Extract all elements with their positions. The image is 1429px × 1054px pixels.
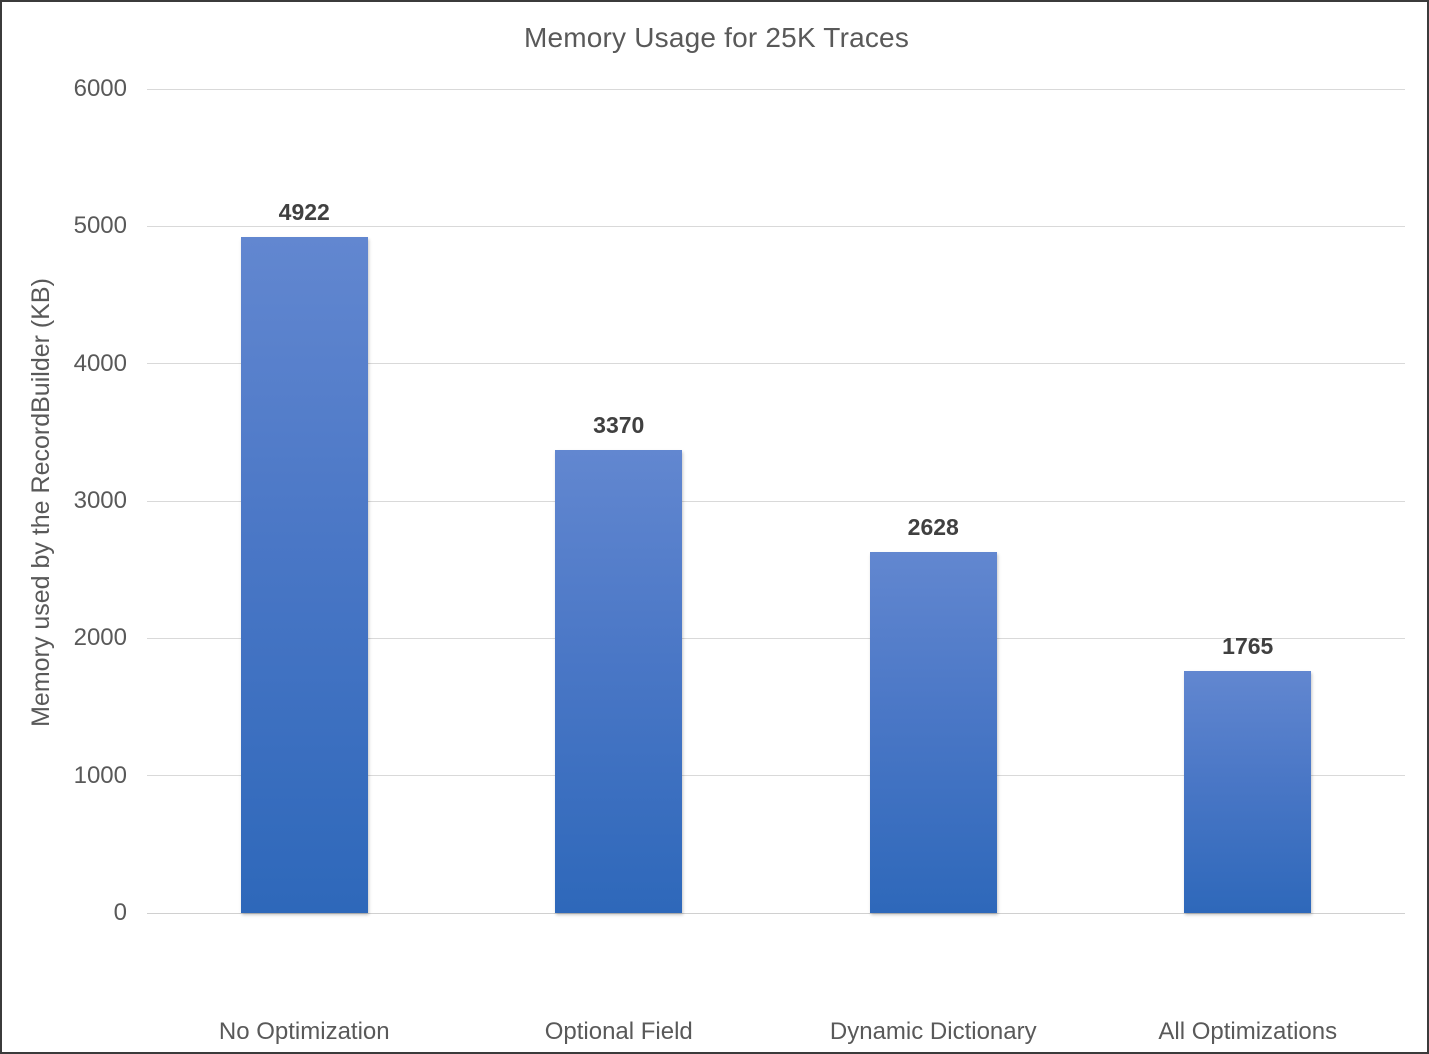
gridline-3000 — [147, 500, 1405, 502]
y-tick-label-4000: 4000 — [73, 349, 127, 377]
x-axis-category-label: All OptimizationsEnabled - DynamicSchema — [1091, 1014, 1406, 1052]
bar[interactable] — [1184, 670, 1312, 913]
x-axis-category-line: (original schema) — [147, 1050, 462, 1052]
bar-value-label: 3370 — [593, 412, 645, 439]
y-tick-label-1000: 1000 — [73, 761, 127, 789]
x-axis-category-line: Optional Field — [544, 1018, 693, 1045]
y-tick-label-6000: 6000 — [73, 75, 127, 102]
gridline-5000 — [147, 225, 1405, 227]
bar[interactable] — [240, 237, 368, 913]
y-tick-label-0: 0 — [113, 899, 127, 926]
gridline-6000 — [147, 88, 1405, 90]
gridline-0 — [147, 912, 1405, 914]
x-axis-category-line: All Optimizations — [1158, 1018, 1338, 1045]
chart-title: Memory Usage for 25K Traces — [523, 22, 910, 53]
x-axis-category-label: No Optimization (original schema) — [147, 1014, 462, 1052]
bar[interactable] — [869, 552, 997, 913]
x-axis-category-line: Dynamic Dictionary — [829, 1018, 1037, 1045]
gridline-2000 — [147, 637, 1405, 639]
y-tick-label-3000: 3000 — [73, 487, 127, 514]
x-axis-category-label: Dynamic DictionaryEncoding Enabled — [776, 1014, 1091, 1052]
x-axis-category-line: No Optimization — [218, 1018, 390, 1045]
x-axis-category-line: Optimization — [462, 1050, 777, 1052]
gridline-4000 — [147, 363, 1405, 365]
x-axis-category-label: Optional FieldOptimizationEnabled — [462, 1014, 777, 1052]
x-axis-category-line: Encoding Enabled — [776, 1050, 1091, 1052]
bar[interactable] — [555, 450, 683, 913]
bar-value-label: 4922 — [278, 199, 330, 226]
y-tick-label-2000: 2000 — [73, 624, 127, 652]
plot-area: 0 1000 2000 3000 4000 5000 6000 4922 No Optimiza… — [74, 75, 1405, 1045]
y-tick-label-5000: 5000 — [73, 212, 127, 240]
x-axis-category-line: Enabled - Dynamic — [1091, 1050, 1406, 1052]
bar-value-label: 1765 — [1222, 632, 1274, 659]
bar-value-label: 2628 — [907, 514, 959, 541]
gridline-1000 — [147, 775, 1405, 777]
